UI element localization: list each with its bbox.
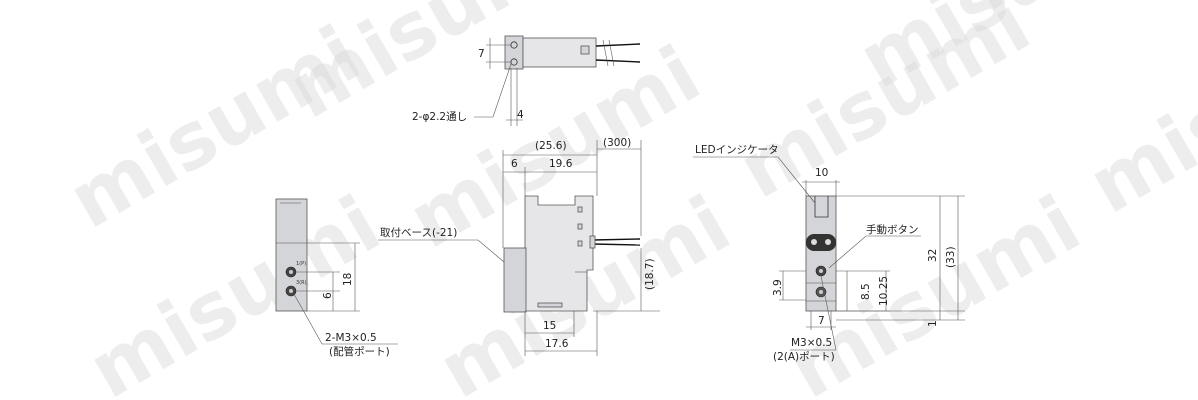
- dim-8-5: 8.5: [860, 283, 872, 300]
- dim-top-width: 4: [517, 109, 524, 121]
- front-view: (25.6) (300) 6 19.6 (18.7) 15 17.6 取付ベース…: [378, 137, 660, 356]
- front-view-mark: [577, 240, 583, 247]
- dim-line: [836, 270, 890, 312]
- dim-body: 19.6: [549, 158, 573, 170]
- lead-wire: [592, 243, 641, 246]
- lead-wire: [592, 238, 641, 241]
- leader-line: [474, 63, 512, 118]
- hole-callout: 2-φ2.2通し: [412, 111, 467, 123]
- watermark-group: misumi misumi misumi misumi misumi misum…: [55, 0, 1198, 400]
- left-view-edge: [276, 202, 307, 244]
- dim-extension: [524, 311, 598, 356]
- right-view: 10 LEDインジケータ 手動ボタン 32 (33) 1 8.5 10.25 3…: [693, 144, 965, 363]
- left-view: 1(P) 3(R) 6 18 2-M3×0.5 (配管ポート): [275, 198, 398, 358]
- mount-hole-bore: [819, 290, 823, 294]
- front-view-slot: [537, 302, 563, 308]
- watermark-text: misumi: [1075, 0, 1198, 231]
- led-label: LEDインジケータ: [695, 144, 779, 156]
- dim-base-height: (18.7): [644, 258, 656, 290]
- dim-left-offset: 6: [511, 158, 518, 170]
- port-3-bore: [289, 289, 293, 293]
- dim-top-width-right: 10: [815, 167, 828, 179]
- port-callout-left: 2-M3×0.5: [325, 332, 377, 344]
- front-view-base: [503, 247, 527, 313]
- leader-line: [293, 293, 398, 345]
- dim-line: [486, 38, 512, 69]
- port-callout-right: M3×0.5: [791, 337, 832, 349]
- leader-line: [378, 239, 505, 263]
- port-callout-right-sub: (2(A)ポート): [773, 351, 835, 363]
- wire-break-mark: [602, 39, 615, 67]
- right-view-edge: [806, 282, 836, 302]
- top-view-led: [580, 45, 590, 55]
- dim-33: (33): [945, 246, 957, 268]
- front-view-mark: [577, 223, 583, 230]
- dim-line: [779, 270, 806, 301]
- leader-line: [693, 156, 816, 204]
- dim-pitch-left: 6: [322, 292, 334, 299]
- dim-line: [593, 248, 660, 312]
- dim-height-left: 18: [342, 273, 354, 286]
- dim-top-height: 7: [478, 48, 485, 60]
- dim-line: [506, 68, 523, 126]
- leader-line: [790, 275, 837, 351]
- dim-line: [503, 148, 641, 173]
- manual-button-hole: [825, 239, 831, 245]
- front-view-mark: [577, 206, 583, 213]
- port-callout-left-sub: (配管ポート): [329, 345, 390, 358]
- dim-line: [836, 195, 965, 321]
- leader-line: [828, 235, 921, 269]
- dim-3-9: 3.9: [772, 279, 784, 296]
- dim-7: 7: [818, 315, 825, 327]
- dim-line: [802, 180, 840, 196]
- dim-bottom-inner: 15: [543, 320, 556, 332]
- top-view-flange: [504, 35, 524, 70]
- dim-overall-top: (25.6): [535, 140, 567, 152]
- wire-grommet: [589, 235, 596, 249]
- port-2-bore: [819, 269, 823, 273]
- lead-wire: [595, 43, 641, 47]
- port-1-label: 1(P): [296, 261, 306, 267]
- top-view: 7 4 2-φ2.2通し: [412, 35, 641, 126]
- base-callout: 取付ベース(-21): [380, 226, 457, 239]
- manual-button-body: [806, 234, 836, 251]
- dim-line: [525, 332, 597, 352]
- dim-32: 32: [927, 249, 939, 262]
- dim-lead: (300): [603, 137, 631, 149]
- manual-button-hole: [811, 239, 817, 245]
- dim-line: [296, 242, 360, 312]
- manual-label: 手動ボタン: [866, 223, 919, 236]
- led-window: [814, 196, 829, 218]
- port-1-bore: [289, 270, 293, 274]
- lead-wire: [595, 59, 641, 63]
- front-view-body: [524, 195, 594, 312]
- dim-bottom-outer: 17.6: [545, 338, 569, 350]
- port-3-label: 3(R): [296, 280, 307, 286]
- dim-1: 1: [927, 320, 939, 327]
- dim-10-25: 10.25: [878, 276, 890, 306]
- dim-extension: [502, 140, 642, 248]
